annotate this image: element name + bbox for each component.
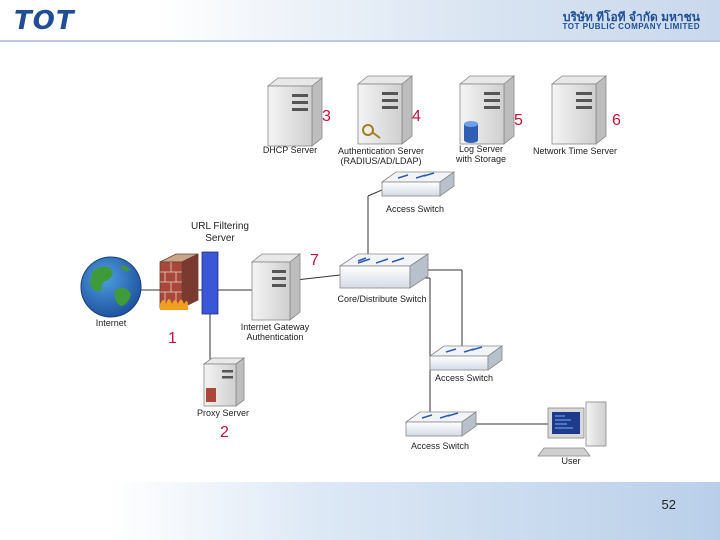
access-switch-middle-icon bbox=[428, 345, 504, 371]
header-divider bbox=[0, 40, 720, 42]
dhcp-server-label: DHCP Server bbox=[262, 145, 318, 155]
core-switch-icon bbox=[338, 253, 430, 289]
marker-5: 5 bbox=[514, 112, 523, 129]
auth-label-line1: Authentication Server bbox=[337, 146, 425, 156]
company-logo: TOT bbox=[14, 6, 75, 36]
url-label-line1: URL Filtering bbox=[191, 221, 249, 232]
proxy-server-label: Proxy Server bbox=[196, 408, 249, 418]
company-name-english: TOT PUBLIC COMPANY LIMITED bbox=[562, 22, 700, 31]
access-switch-top-icon bbox=[380, 171, 456, 197]
marker-2: 2 bbox=[220, 424, 229, 441]
marker-6: 6 bbox=[612, 112, 621, 129]
proxy-server-icon bbox=[202, 357, 246, 407]
access-switch-bottom-label: Access Switch bbox=[410, 441, 470, 451]
gateway-label-line2: Authentication bbox=[246, 332, 304, 342]
marker-3: 3 bbox=[322, 108, 331, 125]
marker-7: 7 bbox=[310, 252, 319, 269]
storage-database-icon bbox=[464, 121, 478, 143]
internet-label: Internet bbox=[95, 318, 127, 328]
access-switch-middle-label: Access Switch bbox=[434, 373, 494, 383]
user-label: User bbox=[561, 456, 581, 466]
url-label-line2: Server bbox=[205, 233, 235, 244]
gateway-label-line1: Internet Gateway bbox=[240, 322, 310, 332]
key-icon bbox=[362, 124, 381, 139]
firewall-brick-wall-icon bbox=[159, 253, 199, 310]
access-switch-bottom-icon bbox=[404, 411, 478, 437]
log-label-line2: with Storage bbox=[455, 154, 507, 164]
network-time-server-label: Network Time Server bbox=[532, 146, 618, 156]
dhcp-server-icon bbox=[266, 77, 324, 147]
network-time-server-icon bbox=[550, 75, 608, 145]
marker-4: 4 bbox=[412, 108, 421, 125]
footer-bar bbox=[110, 482, 720, 540]
globe-internet-icon bbox=[80, 256, 142, 318]
authentication-server-label: Authentication Server(RADIUS/AD/LDAP) bbox=[326, 146, 436, 166]
page-number: 52 bbox=[661, 497, 676, 512]
header-bar bbox=[0, 0, 720, 40]
core-switch-label: Core/Distribute Switch bbox=[337, 294, 427, 304]
company-name-thai: บริษัท ทีโอที จำกัด มหาชน bbox=[562, 10, 700, 24]
user-computer-icon bbox=[537, 401, 607, 457]
log-label-line1: Log Server bbox=[458, 144, 504, 154]
marker-1: 1 bbox=[168, 330, 177, 347]
internet-gateway-server-icon bbox=[250, 253, 302, 321]
connection-lines bbox=[140, 189, 548, 425]
auth-label-line2: (RADIUS/AD/LDAP) bbox=[340, 156, 422, 166]
url-filtering-server-icon bbox=[201, 251, 219, 315]
access-switch-top-label: Access Switch bbox=[385, 204, 445, 214]
